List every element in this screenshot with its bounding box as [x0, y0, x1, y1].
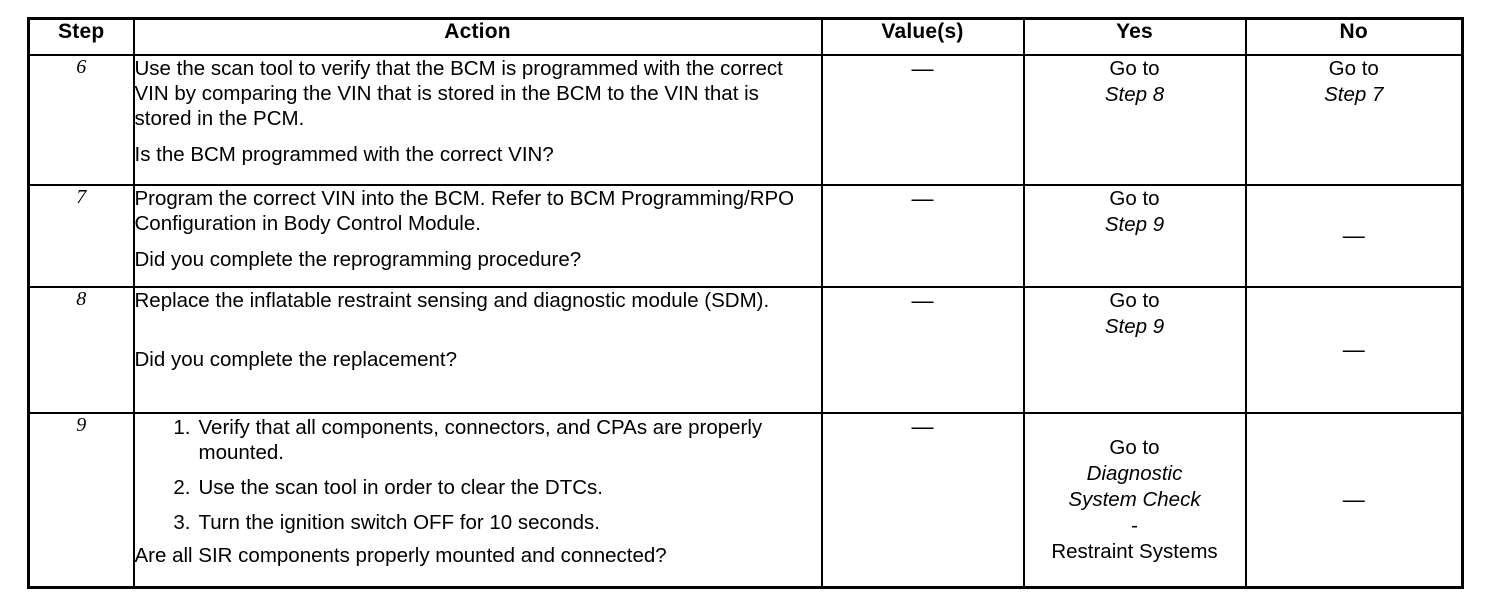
no-branch-cell: — — [1244, 412, 1464, 589]
step-number: 8 — [27, 286, 135, 414]
value-cell: — — [820, 412, 1025, 589]
yes-target: Step 9 — [1104, 315, 1165, 338]
yes-branch-text: Go to Step 9 — [1025, 186, 1245, 238]
header-row: Step Action Value(s) Yes No — [27, 17, 1464, 56]
action-lead-text: Program the correct VIN into the BCM. Re… — [134, 187, 570, 210]
yes-branch-cell: Go to Step 8 — [1022, 54, 1247, 186]
yes-branch-text: Go to Diagnostic System Check - Restrain… — [1025, 435, 1245, 565]
yes-branch-text: Go to Step 8 — [1025, 56, 1245, 108]
value-cell: — — [820, 54, 1025, 186]
yes-branch-line: Go to Diagnostic — [1025, 435, 1245, 487]
no-branch-dash: — — [1342, 222, 1365, 248]
step-number: 6 — [27, 54, 135, 186]
column-header-values: Value(s) — [820, 17, 1025, 56]
yes-prefix: Go to — [1109, 289, 1160, 312]
no-branch-cell: — — [1244, 184, 1464, 288]
action-question: Did you complete the reprogramming proce… — [134, 248, 582, 271]
action-cell: Verify that all components, connectors, … — [132, 412, 823, 589]
action-paragraph: Replace the inflatable restraint sensing… — [134, 289, 770, 312]
yes-branch-line: Go to Step 9 — [1025, 288, 1245, 340]
step-number: 7 — [27, 184, 135, 288]
action-list-item: Turn the ignition switch OFF for 10 seco… — [169, 510, 600, 535]
yes-target-line2: System Check — [1068, 488, 1201, 511]
step-number: 9 — [27, 412, 135, 589]
table-row: 6 Use the scan tool to verify that the B… — [27, 54, 1464, 186]
table-header: Step Action Value(s) Yes No — [27, 17, 1464, 56]
column-header-action: Action — [132, 17, 823, 56]
action-cell: Program the correct VIN into the BCM. Re… — [132, 184, 823, 288]
yes-line2-suffix: - — [1131, 514, 1138, 537]
action-question: Is the BCM programmed with the correct V… — [134, 143, 554, 166]
table-body: 6 Use the scan tool to verify that the B… — [27, 54, 1464, 589]
yes-target: Step 8 — [1104, 83, 1165, 106]
action-list-item: Verify that all components, connectors, … — [169, 415, 763, 464]
column-header-step: Step — [27, 17, 135, 56]
yes-target: Step 9 — [1104, 213, 1165, 236]
no-branch-text: Go to Step 7 — [1247, 56, 1462, 108]
action-list-item: Use the scan tool in order to clear the … — [169, 475, 604, 500]
table-row: 7 Program the correct VIN into the BCM. … — [27, 184, 1464, 288]
yes-prefix: Go to — [1109, 436, 1160, 459]
action-question: Are all SIR components properly mounted … — [134, 544, 667, 567]
yes-branch-line: System Check - — [1025, 487, 1245, 539]
no-prefix: Go to — [1328, 57, 1379, 80]
yes-branch-text: Go to Step 9 — [1025, 288, 1245, 340]
no-branch-line: Go to Step 7 — [1247, 56, 1462, 108]
action-reference-title: BCM Programming/RPO Configuration — [134, 187, 795, 235]
yes-prefix: Go to — [1109, 187, 1160, 210]
diagnostic-procedure-table: Step Action Value(s) Yes No 6 Use the sc… — [27, 17, 1464, 589]
action-paragraph: Use the scan tool to verify that the BCM… — [134, 57, 783, 130]
yes-branch-line: Restraint Systems — [1051, 540, 1218, 563]
yes-branch-cell: Go to Step 9 — [1022, 286, 1247, 414]
action-cell: Use the scan tool to verify that the BCM… — [132, 54, 823, 186]
no-branch-dash: — — [1342, 336, 1365, 362]
table-row: 8 Replace the inflatable restraint sensi… — [27, 286, 1464, 414]
value-cell: — — [820, 286, 1025, 414]
action-tail-text: in Body Control Module. — [256, 212, 481, 235]
action-question: Did you complete the replacement? — [134, 348, 458, 371]
action-ordered-list: Verify that all components, connectors, … — [135, 415, 821, 535]
no-branch-cell: — — [1244, 286, 1464, 414]
column-header-no: No — [1244, 17, 1464, 56]
yes-branch-line: Go to Step 8 — [1025, 56, 1245, 108]
no-target: Step 7 — [1324, 83, 1384, 106]
no-branch-dash: — — [1342, 486, 1365, 512]
yes-target-line1: Diagnostic — [1086, 462, 1183, 485]
yes-prefix: Go to — [1109, 57, 1160, 80]
action-paragraph: Program the correct VIN into the BCM. Re… — [135, 186, 821, 236]
table-row: 9 Verify that all components, connectors… — [27, 412, 1464, 589]
no-branch-cell: Go to Step 7 — [1244, 54, 1464, 186]
action-cell: Replace the inflatable restraint sensing… — [132, 286, 823, 414]
value-cell: — — [820, 184, 1025, 288]
yes-branch-cell: Go to Step 9 — [1022, 184, 1247, 288]
column-header-yes: Yes — [1022, 17, 1247, 56]
yes-branch-line: Go to Step 9 — [1025, 186, 1245, 238]
yes-branch-cell: Go to Diagnostic System Check - Restrain… — [1022, 412, 1247, 589]
